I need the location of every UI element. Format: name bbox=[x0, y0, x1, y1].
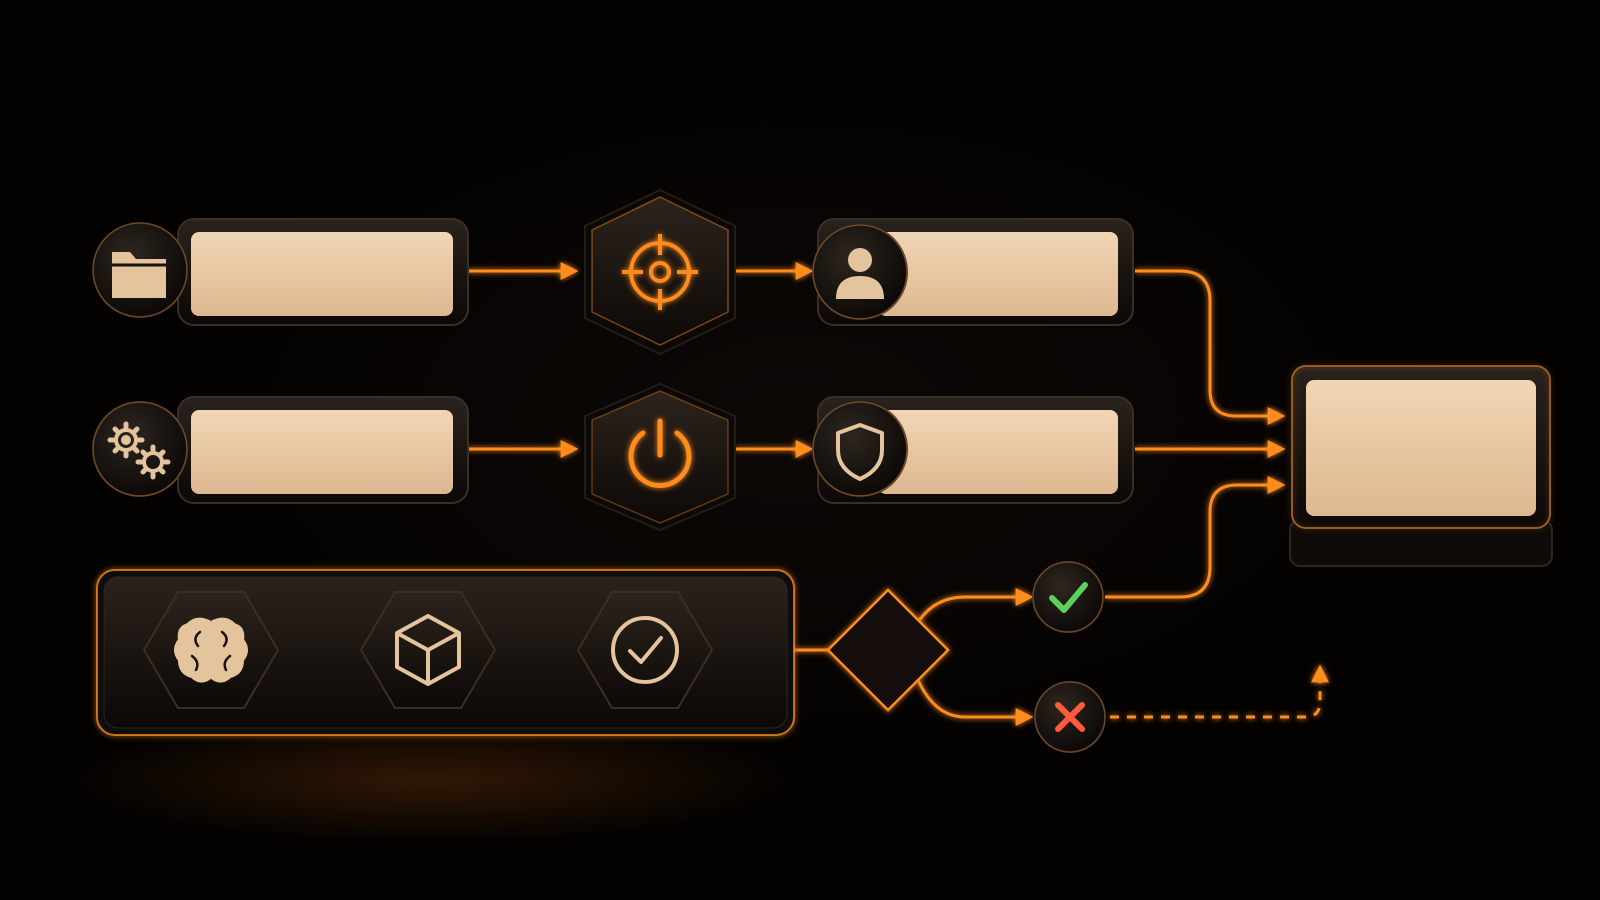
failure-node[interactable] bbox=[1034, 681, 1106, 753]
pipeline-step-brain[interactable] bbox=[142, 591, 280, 709]
row1-input-node[interactable] bbox=[92, 218, 469, 326]
cube-icon bbox=[395, 614, 461, 686]
shield-icon bbox=[836, 423, 884, 481]
pipeline-group[interactable] bbox=[96, 569, 795, 736]
row2-security-panel bbox=[878, 410, 1118, 494]
check-circle-icon bbox=[611, 616, 679, 684]
success-node[interactable] bbox=[1032, 561, 1104, 633]
user-icon bbox=[836, 248, 884, 299]
row2-input-panel bbox=[191, 410, 453, 494]
pipeline-step-verify[interactable] bbox=[576, 591, 714, 709]
row1-user-panel bbox=[878, 232, 1118, 316]
row2-security-node[interactable] bbox=[812, 396, 1134, 504]
power-icon bbox=[628, 418, 692, 488]
decision-diamond[interactable] bbox=[826, 588, 950, 712]
connector-decision-yes bbox=[916, 588, 1034, 623]
row1-user-node[interactable] bbox=[812, 218, 1134, 326]
x-icon bbox=[1055, 702, 1085, 732]
row2-input-node[interactable] bbox=[92, 396, 469, 504]
connector-row1-to-output bbox=[1135, 269, 1286, 425]
row1-input-panel bbox=[191, 232, 453, 316]
crosshair-icon bbox=[622, 234, 698, 310]
connector-yes-to-output bbox=[1105, 476, 1286, 599]
row1-process-hex[interactable] bbox=[584, 188, 736, 356]
output-terminal[interactable] bbox=[1289, 365, 1553, 567]
folder-icon bbox=[112, 252, 166, 298]
connector-no-retry bbox=[1110, 664, 1329, 719]
brain-icon bbox=[174, 617, 248, 683]
pipeline-step-cube[interactable] bbox=[359, 591, 497, 709]
check-icon bbox=[1049, 582, 1088, 613]
connector-decision-no bbox=[916, 679, 1034, 726]
gears-icon bbox=[107, 421, 171, 480]
output-screen-panel bbox=[1306, 380, 1536, 516]
row2-process-hex[interactable] bbox=[584, 382, 736, 532]
connectors bbox=[282, 262, 1329, 726]
